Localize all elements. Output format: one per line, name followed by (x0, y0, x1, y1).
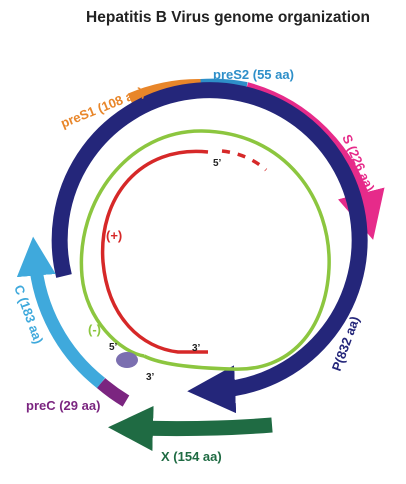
minus-strand (79, 129, 331, 371)
five-prime-top-label: 5’ (213, 158, 222, 169)
minus-strand-label: (-) (88, 322, 101, 337)
X-arc (108, 405, 273, 451)
preC-arc (96, 378, 130, 407)
three-prime-minus-label: 3’ (146, 372, 155, 383)
P-arc (51, 82, 368, 414)
three-prime-plus-label: 3’ (192, 343, 201, 354)
preC-label: preC (29 aa) (26, 398, 100, 413)
preS2-label: preS2 (55 aa) (213, 67, 294, 82)
X-label: X (154 aa) (161, 449, 222, 464)
plus-strand (100, 149, 209, 354)
plus-strand-label: (+) (106, 228, 122, 243)
plus-strand-gap (221, 149, 268, 172)
five-prime-bottom-label: 5’ (109, 342, 118, 353)
title: Hepatitis B Virus genome organization (86, 9, 370, 26)
C-arc (16, 236, 106, 389)
terminal-protein (116, 352, 138, 368)
